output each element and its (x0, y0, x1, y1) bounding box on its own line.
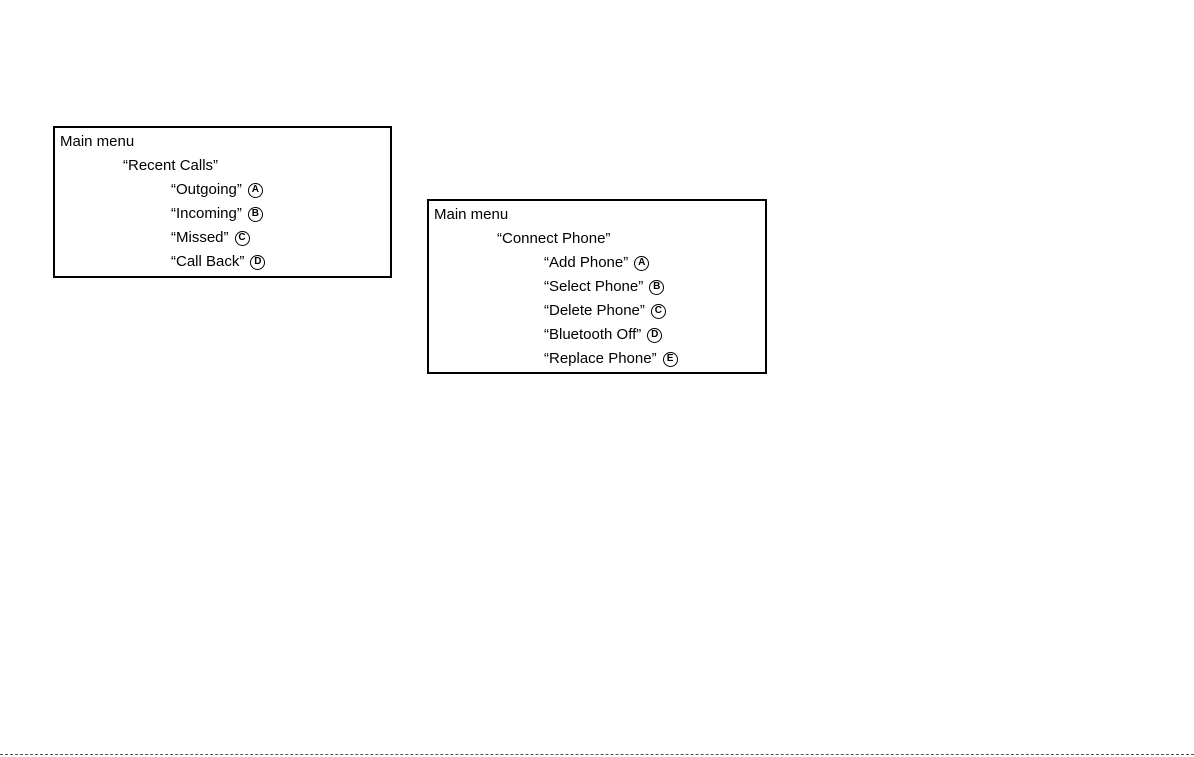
submenu-label: “Recent Calls” (123, 157, 218, 175)
callout-badge-d: D (250, 255, 265, 270)
menu-item-label: “Call Back” (171, 253, 244, 271)
menu-item: “Add Phone” A (544, 254, 649, 272)
menu-item-label: “Incoming” (171, 205, 242, 223)
menu-item: “Incoming” B (171, 205, 263, 223)
connect-phone-menu-diagram: Main menu “Connect Phone” “Add Phone” A … (427, 199, 767, 374)
menu-item: “Replace Phone” E (544, 350, 678, 368)
menu-item: “Call Back” D (171, 253, 265, 271)
menu-item: “Outgoing” A (171, 181, 263, 199)
menu-item-label: “Missed” (171, 229, 229, 247)
menu-item-label: “Select Phone” (544, 278, 643, 296)
callout-badge-c: C (651, 304, 666, 319)
menu-item-label: “Replace Phone” (544, 350, 657, 368)
callout-badge-e: E (663, 352, 678, 367)
menu-item: “Bluetooth Off” D (544, 326, 662, 344)
callout-badge-c: C (235, 231, 250, 246)
menu-root-label: Main menu (60, 133, 134, 151)
callout-badge-a: A (248, 183, 263, 198)
callout-badge-d: D (647, 328, 662, 343)
menu-root-label: Main menu (434, 206, 508, 224)
menu-item: “Delete Phone” C (544, 302, 666, 320)
recent-calls-menu-diagram: Main menu “Recent Calls” “Outgoing” A “I… (53, 126, 392, 278)
menu-item-label: “Bluetooth Off” (544, 326, 641, 344)
callout-badge-a: A (634, 256, 649, 271)
callout-badge-b: B (649, 280, 664, 295)
menu-item-label: “Outgoing” (171, 181, 242, 199)
callout-badge-b: B (248, 207, 263, 222)
menu-item-label: “Add Phone” (544, 254, 628, 272)
menu-item-label: “Delete Phone” (544, 302, 645, 320)
page-bottom-rule (0, 754, 1194, 755)
menu-item: “Missed” C (171, 229, 250, 247)
submenu-label: “Connect Phone” (497, 230, 610, 248)
menu-item: “Select Phone” B (544, 278, 664, 296)
